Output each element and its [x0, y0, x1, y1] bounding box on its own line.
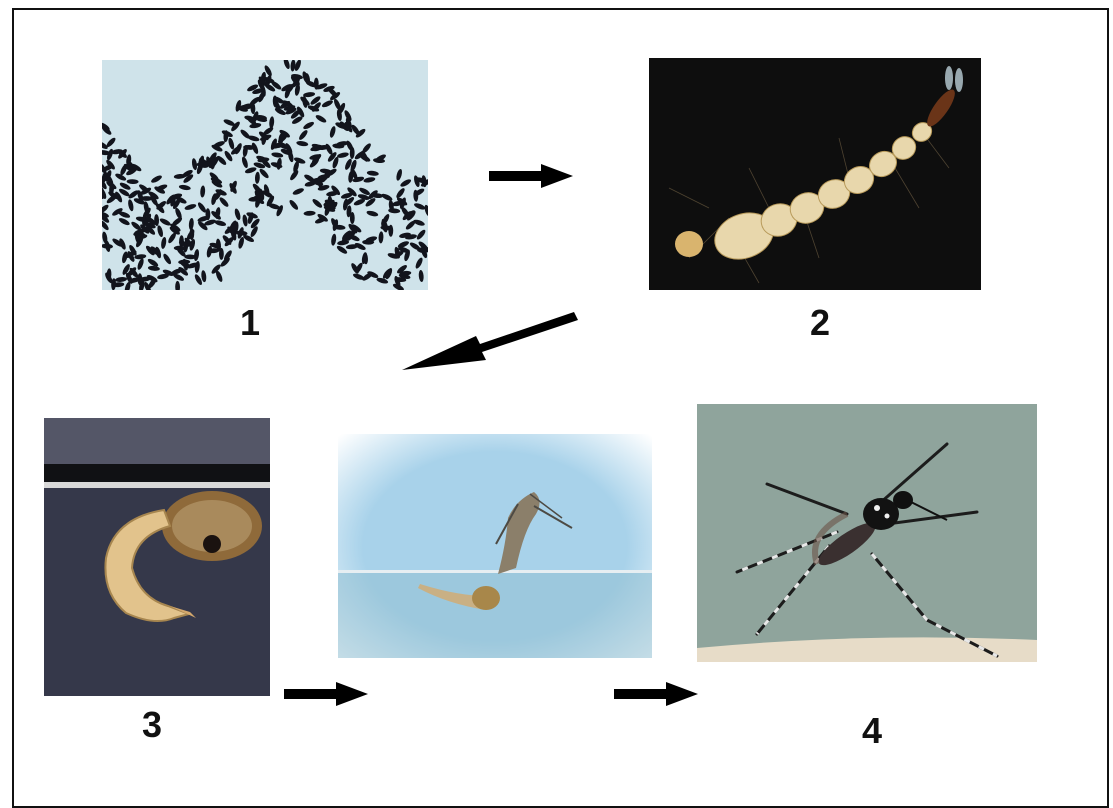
arrow-right-icon — [489, 164, 573, 188]
emerging-adult-photo — [338, 434, 652, 658]
adult-mosquito-photo — [697, 404, 1037, 662]
pupa-photo — [44, 418, 270, 696]
stage-label-2: 2 — [810, 302, 830, 344]
stage-label-4: 4 — [862, 710, 882, 752]
larva-photo — [649, 58, 981, 290]
arrow-diagonal-icon — [402, 312, 578, 374]
eggs-photo — [102, 60, 428, 290]
arrow-right-icon — [614, 682, 698, 706]
arrow-right-icon — [284, 682, 368, 706]
stage-label-3: 3 — [142, 704, 162, 746]
stage-label-1: 1 — [240, 302, 260, 344]
